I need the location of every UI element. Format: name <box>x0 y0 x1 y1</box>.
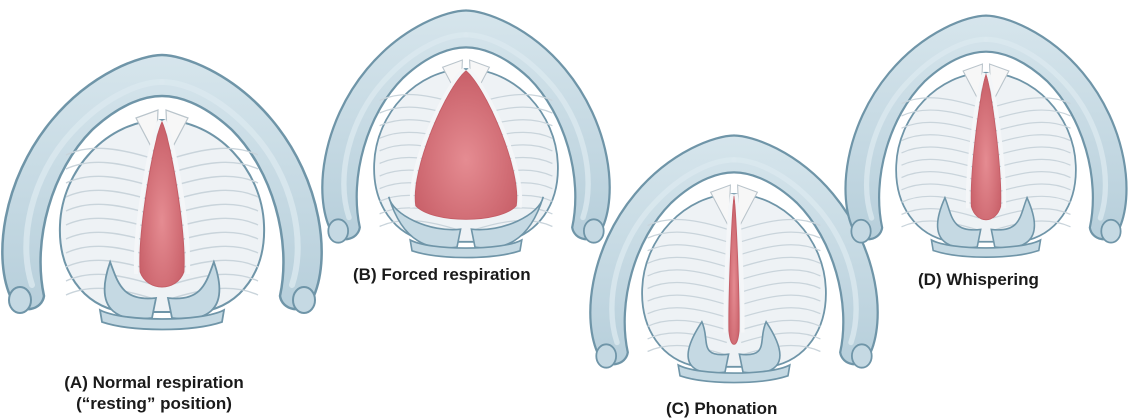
vocal-fold-right <box>466 67 523 208</box>
glottis <box>728 195 740 345</box>
larynx-illustration-b <box>321 9 611 259</box>
cricoid-cartilage <box>930 238 1042 258</box>
cornu-right <box>583 218 605 244</box>
vocal-fold-left <box>723 193 734 333</box>
cornu-left <box>595 343 617 369</box>
vocal-fold-left <box>133 119 162 275</box>
caption-whispering: (D) Whispering <box>918 270 1039 289</box>
larynx-illustration-c <box>589 134 879 384</box>
glottis <box>970 73 1002 221</box>
cricoid-cartilage <box>98 308 226 331</box>
panel-phonation <box>589 134 879 384</box>
vocal-fold-right <box>162 119 191 275</box>
cornu-left <box>327 218 349 244</box>
panel-whispering <box>844 14 1128 258</box>
larynx-illustration-a <box>1 53 323 331</box>
caption-forced-respiration: (B) Forced respiration <box>353 265 531 284</box>
caption-phonation: (C) Phonation <box>666 399 778 418</box>
cricoid-cartilage <box>677 363 791 384</box>
vocal-fold-right <box>986 72 1007 209</box>
cricoid-cartilage <box>409 238 523 259</box>
cornu-left <box>8 286 32 314</box>
vocal-fold-right <box>734 193 745 333</box>
cornu-right <box>292 286 316 314</box>
glottis <box>139 120 185 288</box>
vocal-fold-left <box>409 67 466 208</box>
glottis <box>414 70 518 220</box>
panel-forced-respiration <box>321 9 611 259</box>
larynx-illustration-d <box>844 14 1128 258</box>
cornu-right <box>1100 218 1122 244</box>
panel-normal-respiration <box>1 53 323 331</box>
cornu-right <box>851 343 873 369</box>
caption-normal-respiration: (A) Normal respiration (“resting” positi… <box>34 372 274 414</box>
caption-line-1: (A) Normal respiration <box>64 373 244 392</box>
caption-line-2: (“resting” position) <box>76 394 232 413</box>
cornu-left <box>850 218 872 244</box>
vocal-fold-left <box>965 72 986 209</box>
